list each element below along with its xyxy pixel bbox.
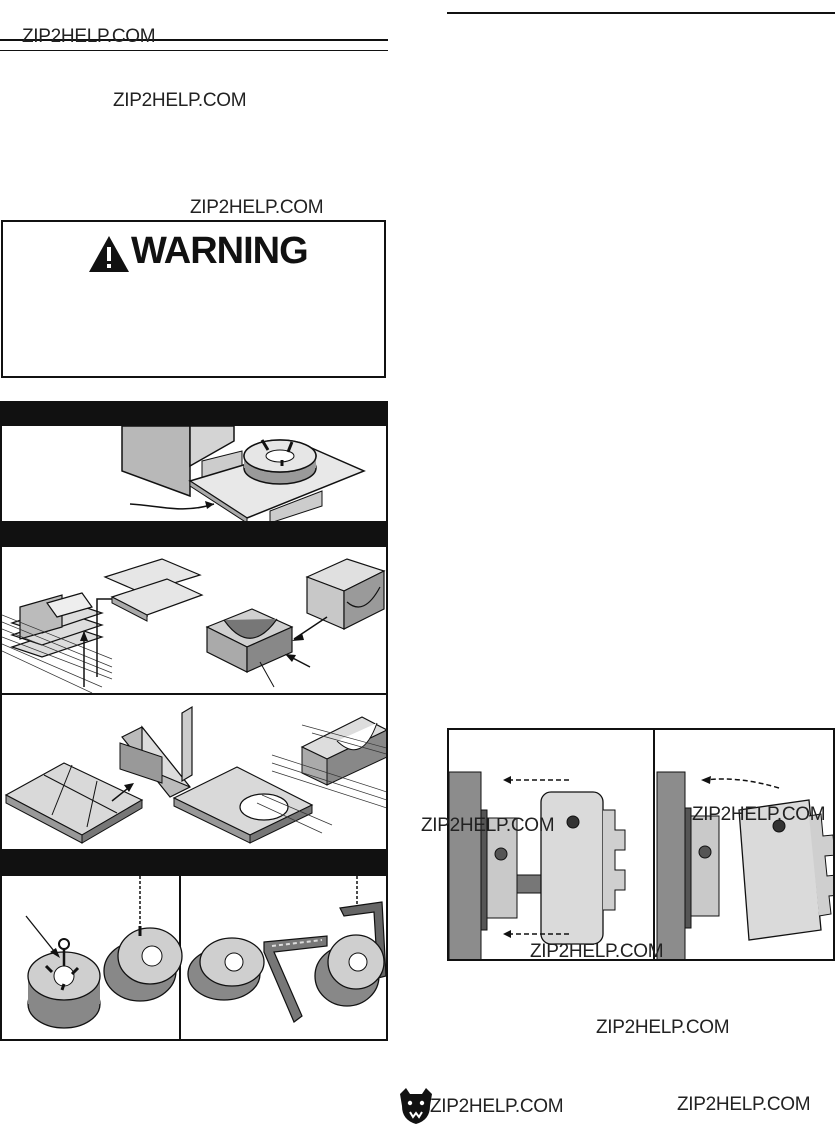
figure-header-band	[0, 851, 388, 877]
figure-header-band	[0, 522, 388, 548]
watermark: ZIP2HELP.COM	[430, 1096, 564, 1117]
chuck-removal-figure	[447, 728, 835, 961]
figure-header-band	[0, 401, 388, 428]
top-right-rule	[447, 12, 835, 14]
watermark: ZIP2HELP.COM	[22, 26, 156, 47]
top-left-rule-thin	[0, 50, 388, 51]
wood-cradle-figure	[0, 547, 388, 695]
warning-triangle-icon	[89, 236, 129, 272]
protection-board-figure	[0, 426, 388, 523]
watermark: ZIP2HELP.COM	[190, 197, 324, 218]
watermark: ZIP2HELP.COM	[113, 90, 247, 111]
watermark: ZIP2HELP.COM	[530, 941, 664, 962]
watermark: ZIP2HELP.COM	[692, 804, 826, 825]
watermark: ZIP2HELP.COM	[596, 1017, 730, 1038]
grizzly-bear-logo	[400, 1088, 432, 1124]
top-left-rule	[0, 39, 388, 41]
lifting-methods-figure	[0, 876, 388, 1041]
warning-title: WARNING	[131, 230, 309, 272]
warning-box: WARNING	[1, 220, 386, 378]
watermark: ZIP2HELP.COM	[677, 1094, 811, 1115]
plywood-cradle-figure	[0, 693, 388, 851]
watermark: ZIP2HELP.COM	[421, 815, 555, 836]
